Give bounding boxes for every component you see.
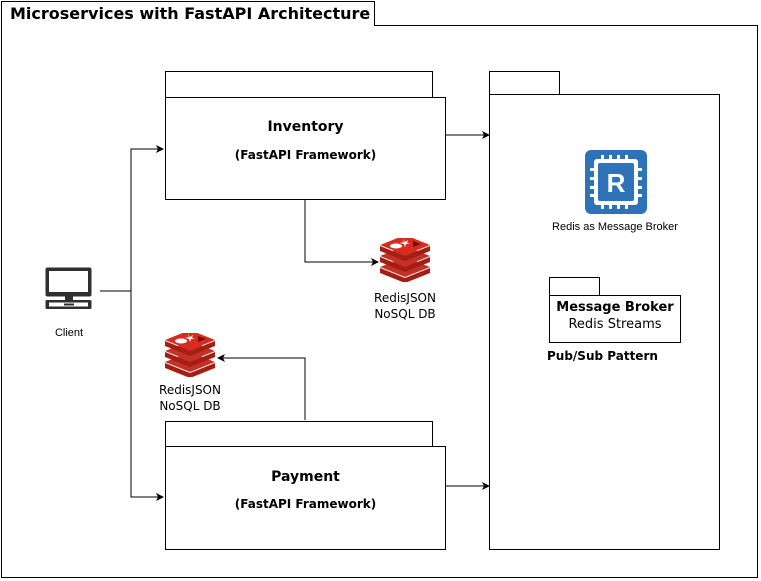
client-to-inventory-arrow	[130, 145, 164, 291]
inventory-title: Inventory	[267, 119, 344, 135]
inventory-subtitle: (FastAPI Framework)	[234, 148, 377, 162]
computer-icon	[45, 267, 92, 309]
payment-title: Payment	[271, 469, 340, 485]
payment-db-line2: NoSQL DB	[159, 399, 221, 413]
inventory-db-label: RedisJSON NoSQL DB	[355, 290, 455, 322]
payment-db-label: RedisJSON NoSQL DB	[140, 382, 240, 414]
payment-subtitle: (FastAPI Framework)	[234, 497, 377, 511]
redis-broker-label: Redis as Message Broker	[552, 221, 678, 233]
redis-db-icon	[380, 238, 430, 282]
redis-r-icon: R	[585, 150, 647, 214]
payment-to-db-arrow	[217, 354, 306, 420]
message-broker-title: Message Broker	[556, 300, 674, 315]
inventory-db-line2: NoSQL DB	[374, 307, 436, 321]
pubsub-pattern-label: Pub/Sub Pattern	[547, 349, 658, 363]
payment-service: Payment (FastAPI Framework)	[165, 446, 446, 550]
inventory-service: Inventory (FastAPI Framework)	[165, 97, 446, 200]
redis-db-icon	[165, 333, 215, 377]
diagram-frame	[1, 25, 758, 578]
diagram-title: Microservices with FastAPI Architecture	[1, 1, 375, 26]
redis-r-letter: R	[607, 168, 626, 198]
payment-db-line1: RedisJSON	[159, 383, 221, 397]
inventory-to-db-arrow	[304, 200, 379, 266]
client-to-payment-arrow	[130, 291, 164, 501]
message-broker-subtitle: Redis Streams	[568, 317, 662, 332]
inventory-tab	[165, 71, 433, 98]
broker-tab	[489, 71, 560, 95]
payment-tab	[165, 421, 433, 447]
message-broker-tab	[549, 277, 600, 296]
client-label: Client	[54, 327, 84, 339]
inventory-db-line1: RedisJSON	[374, 291, 436, 305]
message-broker-box: Message Broker Redis Streams	[549, 295, 681, 343]
